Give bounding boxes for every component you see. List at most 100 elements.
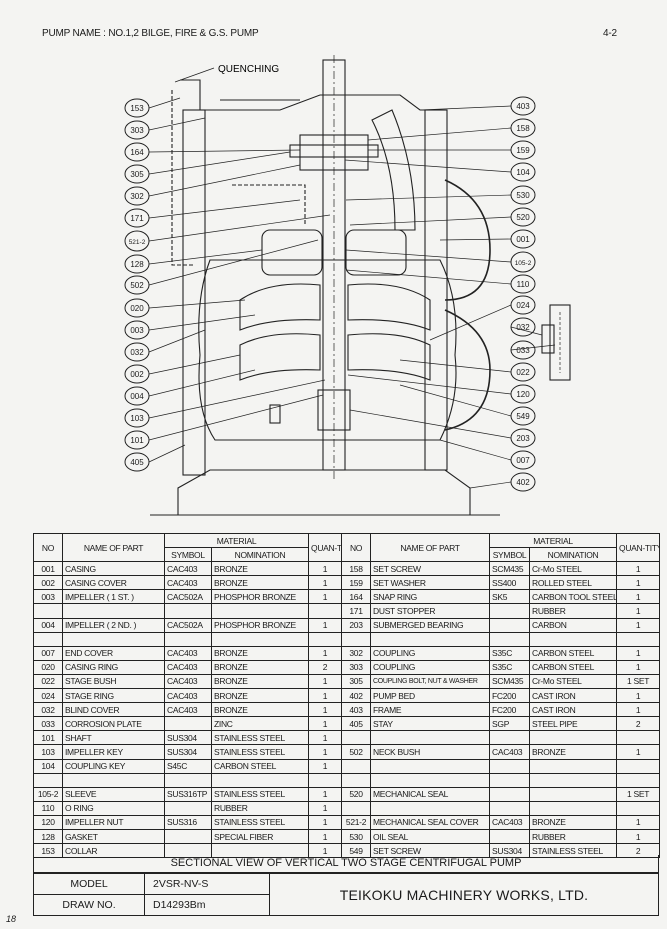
page-number: 4-2 — [603, 28, 617, 39]
table-cell: CASING — [62, 561, 165, 577]
col-name: NAME OF PART — [370, 532, 491, 563]
table-cell: SNAP RING — [370, 589, 491, 605]
table-cell — [62, 772, 165, 788]
svg-text:105-2: 105-2 — [515, 260, 532, 267]
callout-left: 128 — [124, 254, 150, 274]
callout-right: 007 — [510, 450, 536, 470]
svg-text:024: 024 — [516, 301, 530, 310]
table-cell: CASING RING — [62, 659, 165, 675]
callout-right: 032 — [510, 317, 536, 337]
table-cell: STAINLESS STEEL — [529, 843, 618, 859]
table-cell: CARBON TOOL STEEL — [529, 589, 618, 605]
table-cell: 1 — [616, 645, 661, 661]
table-cell: S45C — [164, 758, 212, 774]
callout-right: 120 — [510, 384, 536, 404]
table-cell — [33, 631, 63, 647]
table-cell — [210, 631, 310, 647]
callout-left: 101 — [124, 430, 150, 450]
callout-left: 521-2 — [124, 230, 150, 252]
corner-mark: 18 — [6, 914, 17, 924]
table-cell — [489, 730, 531, 746]
table-cell: 303 — [341, 659, 372, 675]
table-cell: MECHANICAL SEAL COVER — [370, 814, 491, 830]
table-cell: 032 — [33, 702, 63, 718]
svg-text:007: 007 — [516, 456, 530, 465]
table-cell: 1 — [308, 744, 343, 760]
table-cell: ROLLED STEEL — [529, 575, 618, 591]
pump-name-header: PUMP NAME : NO.1,2 BILGE, FIRE & G.S. PU… — [42, 28, 259, 39]
table-cell: 305 — [341, 673, 372, 690]
table-cell: O RING — [62, 800, 165, 816]
table-cell: CAC403 — [164, 561, 212, 577]
table-cell: 402 — [341, 688, 372, 704]
callout-right: 530 — [510, 185, 536, 205]
table-cell — [529, 786, 618, 802]
table-cell: RUBBER — [529, 603, 618, 619]
table-cell — [341, 772, 372, 788]
col-symbol: SYMBOL — [489, 547, 531, 563]
table-cell: SHAFT — [62, 730, 165, 746]
table-cell: 158 — [341, 561, 372, 577]
table-cell: 103 — [33, 744, 63, 760]
table-cell: RUBBER — [529, 828, 618, 845]
svg-text:032: 032 — [130, 348, 144, 357]
callout-right: 159 — [510, 140, 536, 160]
table-cell: PHOSPHOR BRONZE — [210, 589, 310, 605]
table-row — [33, 772, 661, 788]
svg-text:033: 033 — [516, 346, 530, 355]
table-cell: 1 — [308, 814, 343, 830]
table-cell — [529, 800, 618, 816]
table-cell — [489, 786, 531, 802]
table-cell: Cr-Mo STEEL — [529, 673, 618, 690]
callout-left: 502 — [124, 275, 150, 295]
table-cell: 164 — [341, 589, 372, 605]
table-cell — [529, 730, 618, 746]
table-cell: 1 — [308, 843, 343, 859]
table-cell: RUBBER — [210, 800, 310, 816]
col-nomination: NOMINATION — [210, 547, 310, 563]
table-cell: Cr-Mo STEEL — [529, 561, 618, 577]
table-cell: 1 — [308, 673, 343, 690]
callout-right: 520 — [510, 207, 536, 227]
table-cell: 1 — [308, 828, 343, 845]
table-cell: BRONZE — [210, 702, 310, 718]
svg-text:305: 305 — [130, 170, 144, 179]
svg-text:020: 020 — [130, 304, 144, 313]
callout-right: 104 — [510, 162, 536, 182]
title-block: MODEL 2VSR-NV-S TEIKOKU MACHINERY WORKS,… — [33, 873, 659, 916]
callout-left: 302 — [124, 186, 150, 206]
drawing-caption: SECTIONAL VIEW OF VERTICAL TWO STAGE CEN… — [33, 855, 659, 873]
table-cell: 1 — [308, 786, 343, 802]
col-name: NAME OF PART — [62, 532, 165, 563]
table-cell: COUPLING KEY — [62, 758, 165, 774]
table-cell — [308, 772, 343, 788]
table-cell — [370, 800, 491, 816]
table-cell: 1 — [616, 744, 661, 760]
table-cell: CAC403 — [489, 814, 531, 830]
table-cell: 159 — [341, 575, 372, 591]
table-cell: 1 — [308, 688, 343, 704]
table-cell: CARBON STEEL — [529, 659, 618, 675]
svg-text:001: 001 — [516, 235, 530, 244]
table-cell: 004 — [33, 617, 63, 633]
svg-text:530: 530 — [516, 191, 530, 200]
callout-right: 110 — [510, 274, 536, 294]
col-material: MATERIAL — [489, 532, 618, 549]
table-cell — [616, 730, 661, 746]
callout-left: 153 — [124, 98, 150, 118]
callout-left: 004 — [124, 386, 150, 406]
callout-right: 024 — [510, 295, 536, 315]
quench-label: QUENCHING — [218, 64, 279, 75]
sectional-drawing: QUENCHING 153 303 164 305 302 171 521-2 … — [124, 55, 571, 516]
table-cell: 203 — [341, 617, 372, 633]
table-cell: STAGE BUSH — [62, 673, 165, 690]
table-cell — [616, 772, 661, 788]
table-cell: CAST IRON — [529, 688, 618, 704]
table-cell: 171 — [341, 603, 372, 619]
